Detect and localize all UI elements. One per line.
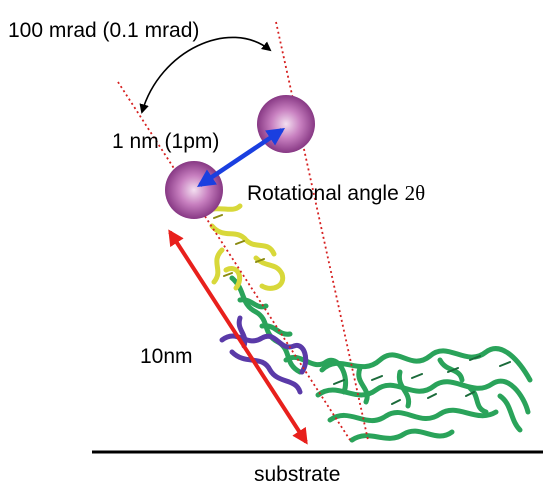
sphere-icon <box>257 95 315 153</box>
rotation-label: Rotational angle 2θ <box>247 181 425 205</box>
reference-line-left <box>117 81 351 441</box>
protein-ribbon-icon <box>203 203 533 443</box>
length-label: 10nm <box>140 345 193 368</box>
length-arrow <box>168 229 308 445</box>
displacement-arrow <box>197 127 285 188</box>
displacement-label: 1 nm (1pm) <box>112 130 219 153</box>
sphere-icon <box>165 161 223 219</box>
angle-arc-arrow <box>139 36 272 114</box>
rotation-symbol: 2θ <box>405 181 426 205</box>
reference-line-right <box>275 21 369 441</box>
rotation-label-prefix: Rotational angle <box>247 182 405 205</box>
angle-range-label: 100 mrad (0.1 mrad) <box>8 19 199 42</box>
substrate-label: substrate <box>254 463 340 486</box>
